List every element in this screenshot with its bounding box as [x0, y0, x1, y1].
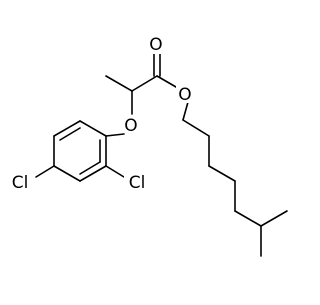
- bond-chain-branch-up: [260, 210, 288, 227]
- structure-svg: O O O Cl Cl: [8, 35, 288, 257]
- ring-bond-2: [53, 120, 81, 137]
- chlorine-4-label: Cl: [8, 173, 34, 193]
- ether-oxygen-label: O: [122, 115, 140, 136]
- bond-chain-3: [208, 165, 236, 182]
- bond-ring-cl-left: [35, 165, 55, 178]
- svg-text:Cl: Cl: [12, 173, 29, 193]
- molecule-diagram: O O O Cl Cl: [8, 35, 288, 257]
- ring-bond-4: [53, 165, 81, 182]
- bond-ether-o-ring: [105, 133, 125, 137]
- svg-text:O: O: [124, 116, 137, 136]
- ring-bond-5: [79, 165, 107, 182]
- chlorine-2-label: Cl: [124, 173, 150, 193]
- svg-text:O: O: [149, 35, 162, 55]
- bond-chain-1: [182, 119, 210, 137]
- bond-chain-5: [234, 210, 262, 227]
- svg-text:Cl: Cl: [129, 173, 146, 193]
- ring-double-a: [59, 127, 81, 141]
- bond-alpha-methyl: [105, 75, 133, 92]
- bonds: [35, 49, 288, 257]
- carbonyl-oxygen-label: O: [148, 35, 164, 55]
- bond-ring-cl-right: [105, 165, 125, 178]
- bond-carbonyl-ester-o: [156, 75, 177, 88]
- svg-text:O: O: [178, 85, 191, 105]
- bond-carbonyl-alpha: [131, 75, 158, 92]
- ester-oxygen-label: O: [176, 85, 194, 105]
- ring-double-b: [79, 161, 101, 175]
- ring-bond-1: [79, 120, 107, 137]
- bond-ester-o-c1: [182, 101, 189, 121]
- atom-labels: O O O Cl Cl: [8, 35, 194, 193]
